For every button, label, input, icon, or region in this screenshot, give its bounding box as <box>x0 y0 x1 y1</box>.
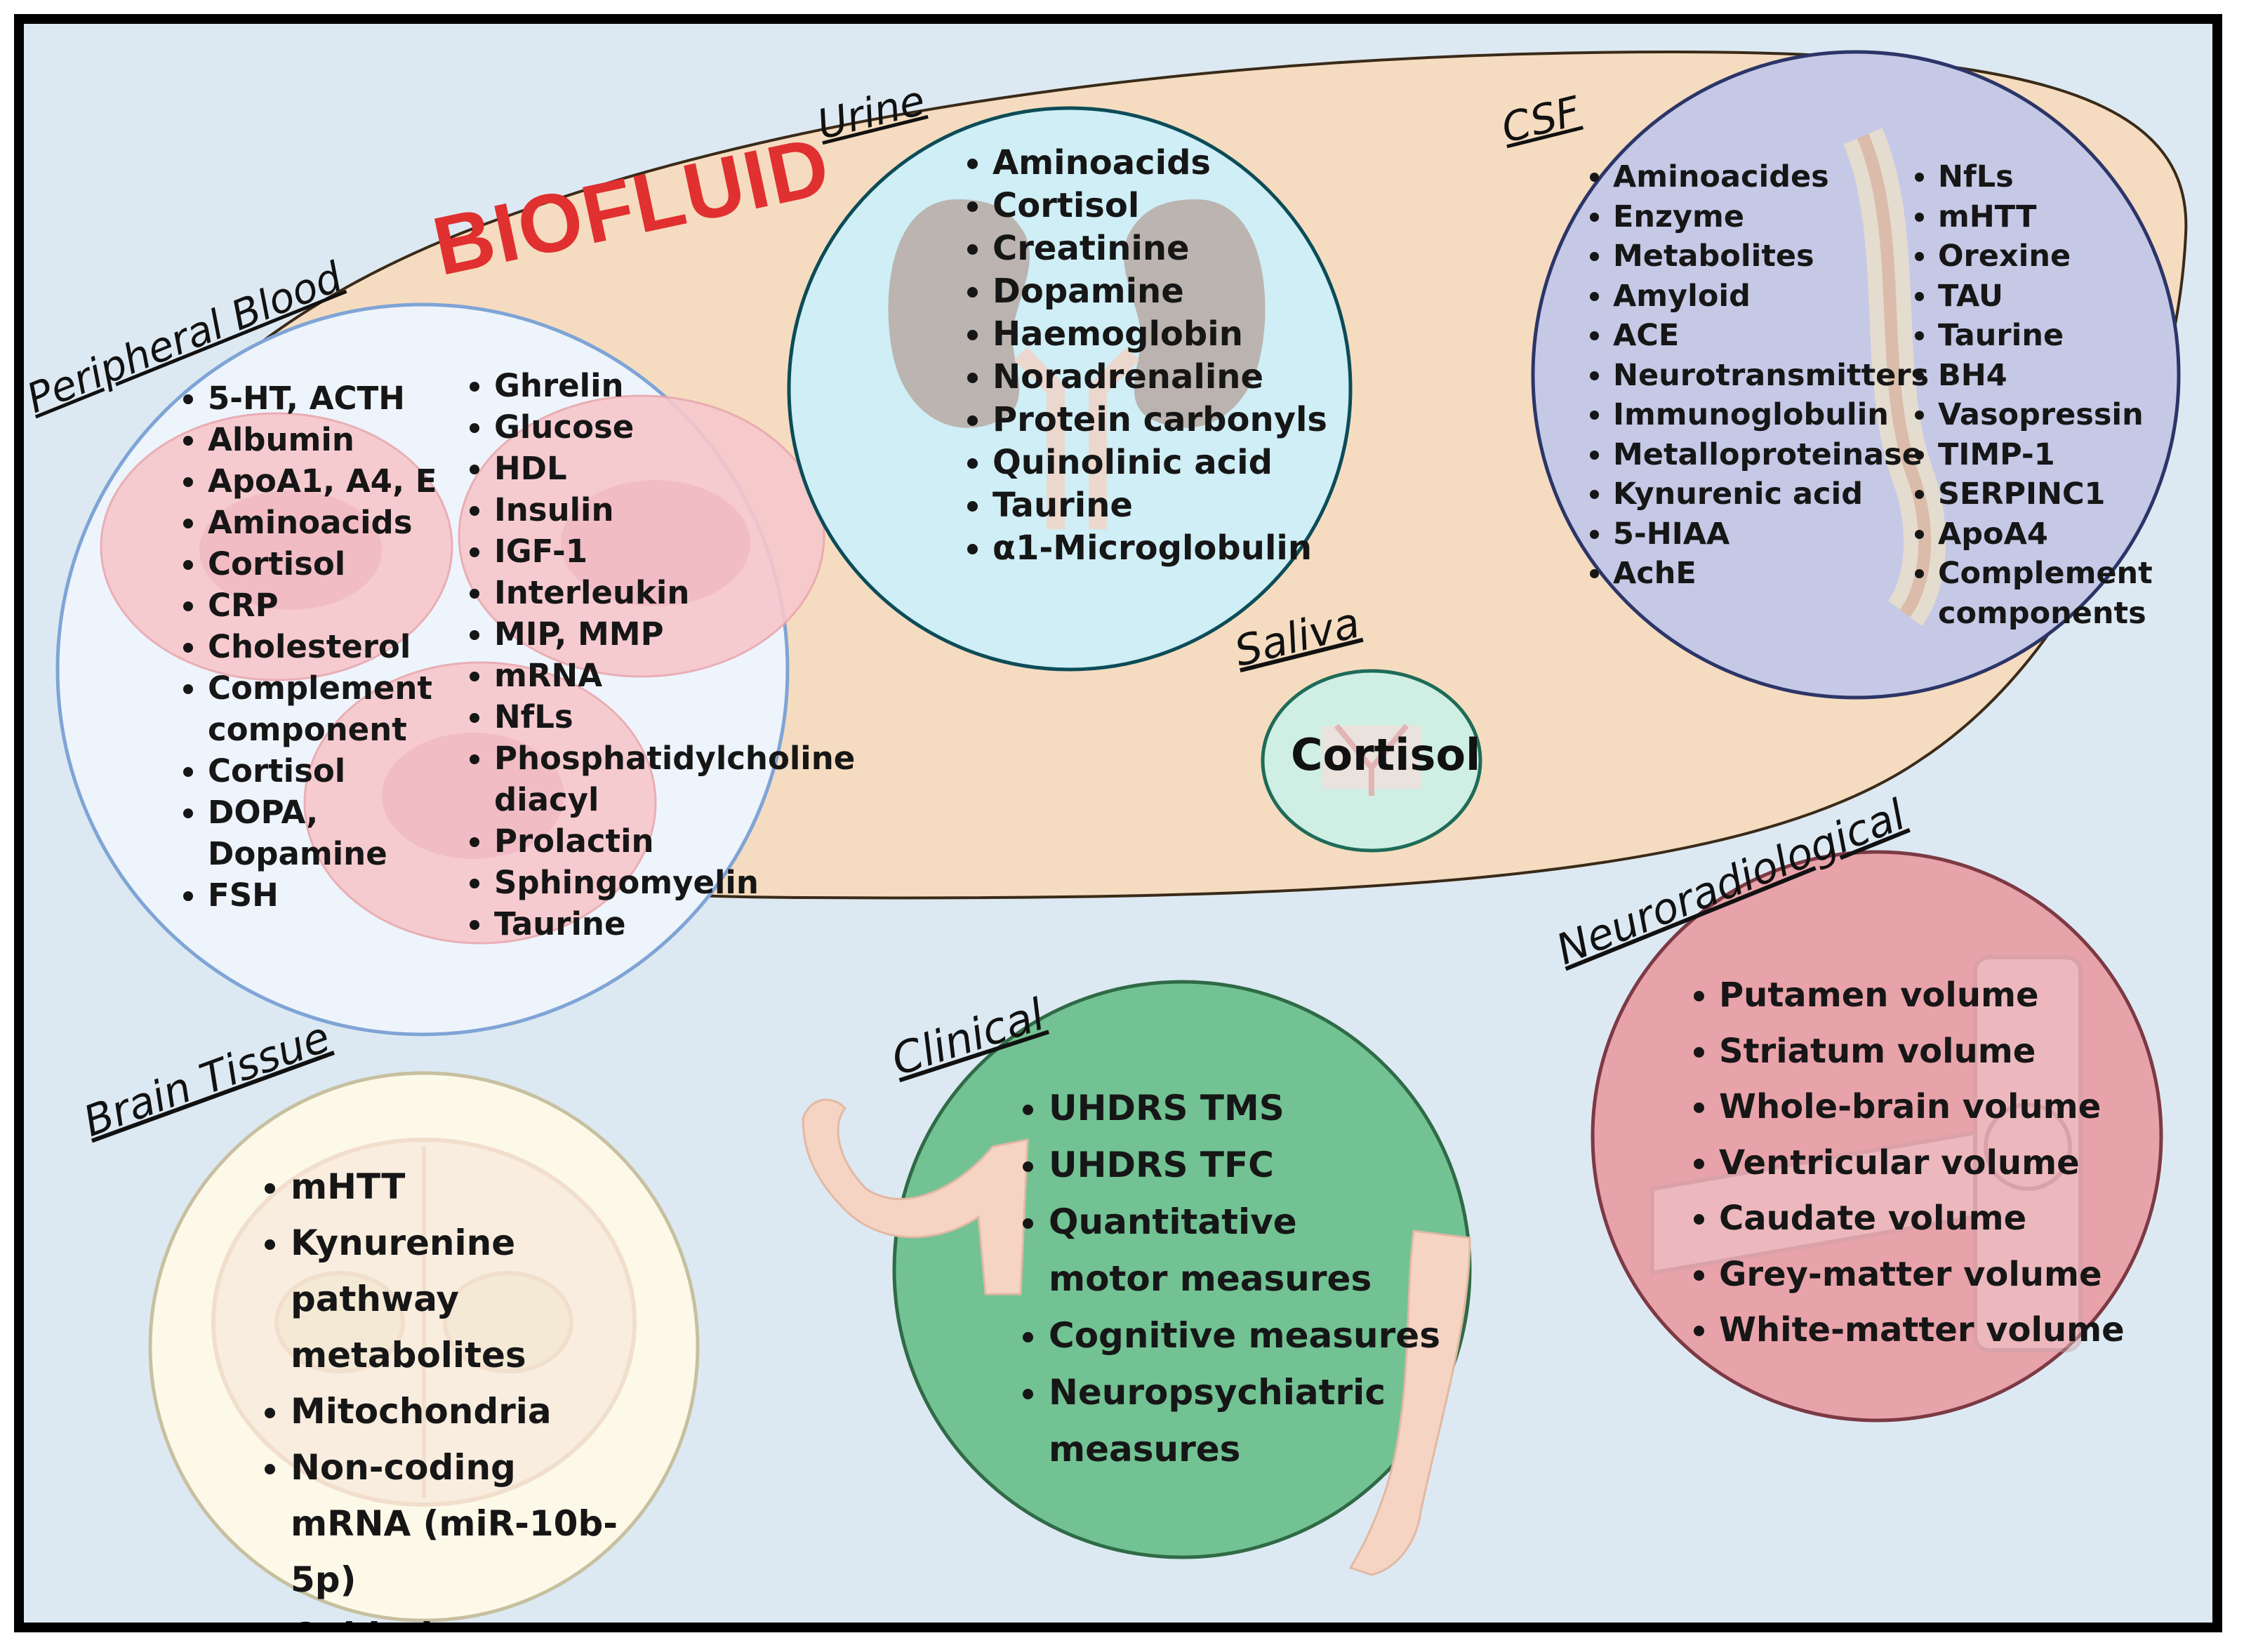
list-item: ACE <box>1613 316 1929 356</box>
list-item: UHDRS TMS <box>1049 1080 1440 1137</box>
brain-tissue-list: mHTT Kynurenine pathway metabolites Mito… <box>255 1159 684 1623</box>
list-item: AchE <box>1613 554 1929 594</box>
list-item: DOPA, Dopamine <box>208 792 390 874</box>
list-item: SERPINC1 <box>1938 474 2149 514</box>
list-item: Quinolinic acid <box>992 441 1327 484</box>
list-item: UHDRS TFC <box>1049 1137 1440 1194</box>
list-item: Neurotransmitters <box>1613 356 1929 396</box>
clinical-circle <box>892 980 1472 1559</box>
brain-icon <box>211 1138 637 1507</box>
list-item: IGF-1 <box>494 531 859 572</box>
list-item: NfLs <box>494 696 859 738</box>
list-item: Noradrenaline <box>992 356 1327 399</box>
list-item: Aminoacids <box>992 142 1327 185</box>
list-item: TAU <box>1938 277 2149 317</box>
list-item: 5-HT, ACTH <box>208 378 437 419</box>
list-item: 5-HIAA <box>1613 514 1929 554</box>
saliva-value: Cortisol <box>1291 729 1481 780</box>
spine-icon <box>1843 128 1946 626</box>
csf-circle <box>1531 50 2181 700</box>
list-item: NfLs <box>1938 157 2149 197</box>
list-item: Albumin <box>208 419 437 460</box>
red-blood-cell-icon <box>100 394 825 945</box>
list-item: Grey-matter volume <box>1719 1247 2125 1303</box>
list-item: Striatum volume <box>1719 1024 2125 1080</box>
list-item: Insulin <box>494 489 859 531</box>
list-item: Taurine <box>992 484 1327 527</box>
list-item: Protein carbonyls <box>992 399 1327 441</box>
list-item: Aminoacides <box>1613 157 1929 197</box>
diagram-frame: BIOFLUID Peripheral Blood Urine CSF Sali… <box>14 14 2222 1632</box>
list-item: Aminoacids <box>208 502 437 543</box>
list-item: Orexine <box>1938 237 2149 277</box>
human-limbs-icon <box>802 1098 1471 1576</box>
list-item: Prolactin <box>494 820 859 862</box>
list-item: α1-Microglobulin <box>992 527 1327 570</box>
diagram-shapes <box>55 50 2188 1623</box>
list-item: mRNA <box>494 655 859 696</box>
list-item: Caudate volume <box>1719 1191 2125 1247</box>
list-item: Vasopressin <box>1938 395 2149 435</box>
list-item: Immunoglobulin <box>1613 395 1929 435</box>
list-item: Whole-brain volume <box>1719 1079 2125 1135</box>
list-item: Haemoglobin <box>992 313 1327 356</box>
list-item: Taurine <box>1938 316 2149 356</box>
list-item: Interleukin <box>494 572 859 613</box>
list-item: Neuropsychiatric measures <box>1049 1364 1386 1478</box>
list-item: Creatinine <box>992 227 1327 270</box>
list-item: Cortisol <box>208 543 437 585</box>
mri-scanner-icon <box>1650 955 2083 1352</box>
list-item: mHTT <box>1938 197 2149 237</box>
list-item: ApoA4 <box>1938 514 2149 554</box>
list-item: Quantitative motor measures <box>1049 1194 1414 1307</box>
list-item: Ventricular volume <box>1719 1135 2125 1192</box>
list-item: Putamen volume <box>1719 968 2125 1024</box>
list-item: TIMP-1 <box>1938 435 2149 475</box>
list-item: Taurine <box>494 903 859 945</box>
list-item: Metabolites <box>1613 237 1929 277</box>
salivary-gland-icon <box>1322 724 1421 796</box>
list-item: BH4 <box>1938 356 2149 396</box>
clinical-list: UHDRS TMS UHDRS TFC Quantitative motor m… <box>1014 1080 1440 1478</box>
list-item: Kynurenic acid <box>1613 474 1929 514</box>
list-item: Cognitive measures <box>1049 1307 1440 1364</box>
list-item: mHTT <box>291 1159 684 1215</box>
peripheral-blood-list-2: Ghrelin Glucose HDL Insulin IGF-1 Interl… <box>459 365 859 945</box>
list-item: Amyloid <box>1613 277 1929 317</box>
neuroradiological-circle <box>1591 850 2163 1423</box>
list-item: Complement component <box>208 667 432 750</box>
urine-list: Aminoacids Cortisol Creatinine Dopamine … <box>957 142 1327 570</box>
list-item: Enzyme <box>1613 197 1929 237</box>
list-item: Cortisol <box>208 750 437 792</box>
list-item: Kynurenine pathway metabolites <box>291 1215 684 1383</box>
list-item: Oxidative stress <box>291 1608 684 1623</box>
kidney-icon <box>888 199 1266 529</box>
list-item: Metalloproteinase <box>1613 435 1929 475</box>
list-item: ApoA1, A4, E <box>208 460 437 502</box>
list-item: FSH <box>208 874 437 916</box>
csf-list-2: NfLs mHTT Orexine TAU Taurine BH4 Vasopr… <box>1907 157 2153 633</box>
list-item: Non-coding mRNA (miR-10b-5p) <box>291 1439 642 1608</box>
neuroradiological-list: Putamen volume Striatum volume Whole-bra… <box>1684 968 2125 1359</box>
list-item: HDL <box>494 448 859 489</box>
list-item: Dopamine <box>992 270 1327 313</box>
csf-list-1: Aminoacides Enzyme Metabolites Amyloid A… <box>1582 157 1929 594</box>
list-item: CRP <box>208 585 437 626</box>
list-item: Phosphatidylcholine diacyl <box>494 738 859 820</box>
list-item: Glucose <box>494 406 859 448</box>
peripheral-blood-list-1: 5-HT, ACTH Albumin ApoA1, A4, E Aminoaci… <box>173 378 437 916</box>
list-item: Cholesterol <box>208 626 437 667</box>
list-item: White-matter volume <box>1719 1303 2125 1359</box>
list-item: Cortisol <box>992 185 1327 227</box>
list-item: Ghrelin <box>494 365 859 406</box>
list-item: Complement components <box>1938 554 2153 633</box>
list-item: Sphingomyelin <box>494 862 859 903</box>
list-item: MIP, MMP <box>494 613 859 655</box>
list-item: Mitochondria <box>291 1383 684 1439</box>
